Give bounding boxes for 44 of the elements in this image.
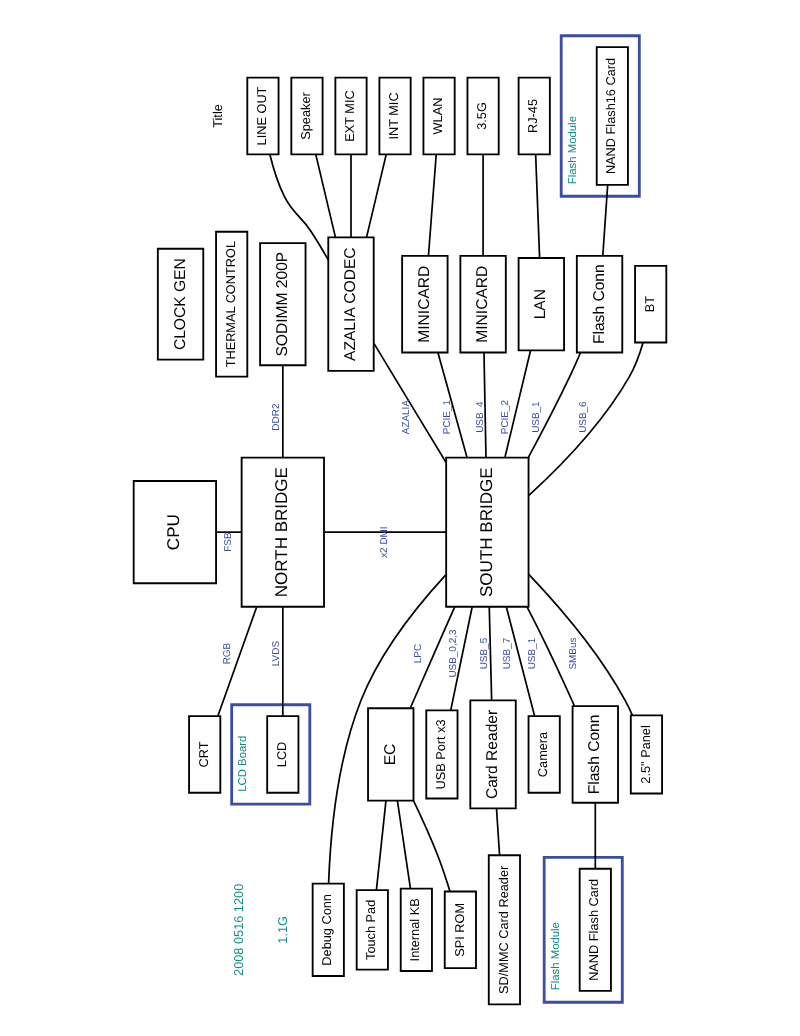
connector <box>594 801 597 869</box>
node-box: MINICARD <box>459 253 507 353</box>
node-box: MINICARD <box>401 253 449 353</box>
connector <box>396 799 412 889</box>
connector <box>365 152 388 238</box>
node-box: SOUTH BRIDGE <box>445 455 530 607</box>
connector <box>373 341 447 463</box>
connector <box>504 348 532 457</box>
node-box: Card Reader <box>469 698 517 809</box>
node-box: EC <box>367 706 415 801</box>
connector <box>350 152 352 238</box>
connector <box>483 350 487 457</box>
node-box: NORTH BRIDGE <box>240 455 325 607</box>
connector <box>495 806 501 856</box>
connector <box>281 363 284 457</box>
connector <box>427 152 438 256</box>
connector <box>412 798 451 892</box>
connector <box>527 350 582 458</box>
connector <box>505 605 536 716</box>
connector <box>281 605 284 716</box>
node-box: LAN <box>517 256 565 351</box>
node-box: SODIMM 200P <box>259 241 307 366</box>
connector <box>527 572 634 716</box>
connector <box>528 340 644 496</box>
node-box: Flash Conn <box>571 704 619 803</box>
connector <box>375 799 387 890</box>
connector <box>327 572 447 884</box>
connector <box>534 152 541 258</box>
connector <box>437 350 468 457</box>
connector <box>409 604 456 708</box>
connector <box>269 152 330 260</box>
connector <box>601 183 609 256</box>
connector <box>215 530 243 532</box>
connector <box>526 605 576 706</box>
node-box: CPU <box>132 479 217 584</box>
connector <box>449 605 473 710</box>
node-box: CLOCK GEN <box>156 246 205 360</box>
connector <box>314 152 337 238</box>
connector <box>488 605 493 701</box>
node-box: AZALIA CODEC <box>327 235 375 371</box>
node-box: Flash Conn <box>575 253 624 353</box>
connector <box>217 605 258 716</box>
connector <box>482 152 484 256</box>
connector <box>323 530 447 532</box>
